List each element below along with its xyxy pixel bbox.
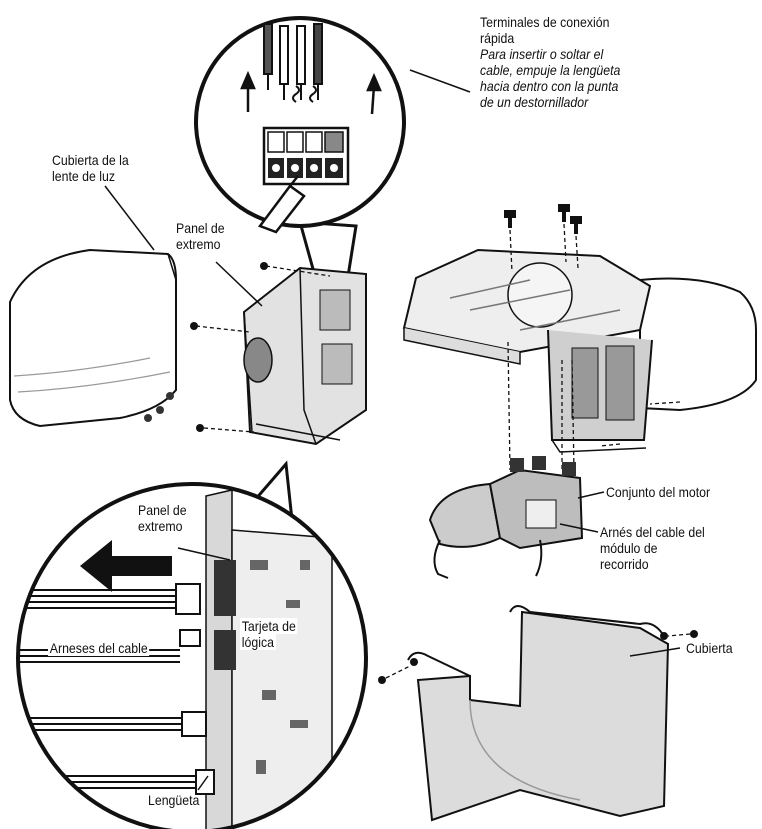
lens-cover-label-line2: lente de luz: [52, 168, 116, 184]
terminals-note-line2: cable, empuje la lengüeta: [480, 62, 621, 78]
opener-chassis: [402, 248, 757, 453]
travel-harness-label-line1: Arnés del cable del: [600, 524, 705, 540]
cable-harnesses-label: Arneses del cable: [48, 640, 150, 656]
end-panel-label-line2: extremo: [176, 236, 221, 252]
terminal-magnifier: [194, 16, 406, 353]
travel-harness-label-line2: módulo de: [600, 540, 658, 556]
terminal-wires: [263, 23, 323, 103]
end-panel-screws: [195, 265, 331, 433]
light-lens-cover: [9, 248, 177, 428]
end-panel: [242, 266, 367, 446]
cover-label: Cubierta: [686, 640, 733, 656]
insert-arrows: [240, 70, 382, 115]
chassis-screws: [504, 204, 582, 234]
logic-board-magnifier: [16, 460, 368, 829]
travel-harness-label-line3: recorrido: [600, 556, 649, 572]
logic-board-label-line1: Tarjeta de: [240, 618, 298, 634]
terminals-title-line1: Terminales de conexión: [480, 14, 610, 30]
motor-assembly: [428, 456, 584, 579]
end-panel-label-line1: Panel de: [176, 220, 225, 236]
terminal-block: [262, 126, 350, 186]
terminals-note-line4: de un destornillador: [480, 94, 589, 110]
tab-label: Lengüeta: [148, 792, 200, 808]
motor-assembly-label: Conjunto del motor: [606, 484, 711, 500]
terminals-note-line1: Para insertir o soltar el: [480, 46, 604, 62]
logic-board-label-line2: lógica: [240, 634, 276, 650]
end-panel-inset-label-line2: extremo: [138, 518, 183, 534]
lens-cover-label-line1: Cubierta de la: [52, 152, 129, 168]
terminals-title-line2: rápida: [480, 30, 515, 46]
pull-direction-arrow: [80, 540, 172, 592]
screwdriver: [257, 175, 306, 234]
opener-cover: [407, 605, 670, 822]
terminals-note-line3: hacia dentro con la punta: [480, 78, 619, 94]
end-panel-inset-label-line1: Panel de: [138, 502, 187, 518]
